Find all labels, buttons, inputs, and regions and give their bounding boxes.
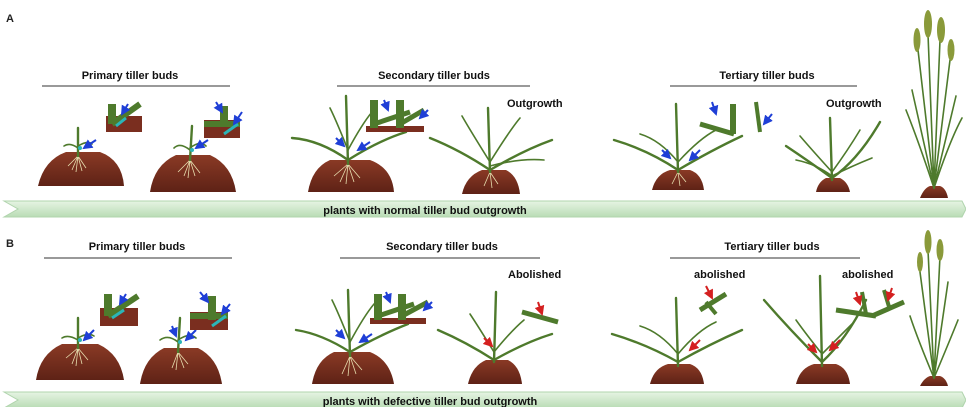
label-outgrowth-tertiary: Outgrowth	[826, 98, 882, 110]
panel-a: A Primary tiller buds Secondary tiller b…	[4, 10, 966, 217]
header-primary-a: Primary tiller buds	[82, 70, 179, 82]
header-secondary-b: Secondary tiller buds	[386, 241, 498, 253]
bud-inset-secondary-b	[370, 292, 432, 324]
plant-tertiary-b2	[764, 276, 866, 384]
bud-inset-secondary-b-red	[522, 302, 558, 322]
label-abolished-secondary: Abolished	[508, 269, 561, 281]
mature-wheat-b	[910, 230, 958, 386]
bud-inset-secondary-a	[366, 100, 428, 132]
bud-inset-primary-a2	[204, 102, 242, 138]
plant-secondary-a1	[292, 96, 406, 192]
plant-tertiary-a1	[614, 104, 742, 190]
panel-letter-a: A	[6, 13, 14, 25]
bud-inset-primary-b2	[190, 292, 230, 330]
soil-mound	[308, 160, 394, 192]
panel-b: B Primary tiller buds Secondary tiller b…	[4, 230, 966, 407]
plant-primary-b1	[36, 318, 124, 380]
soil-mound	[38, 152, 124, 186]
header-tertiary-b: Tertiary tiller buds	[724, 241, 819, 253]
header-primary-b: Primary tiller buds	[89, 241, 186, 253]
label-abolished-tertiary-right: abolished	[842, 269, 893, 281]
header-secondary-a: Secondary tiller buds	[378, 70, 490, 82]
banner-text-normal: plants with normal tiller bud outgrowth	[323, 205, 527, 217]
header-tertiary-a: Tertiary tiller buds	[719, 70, 814, 82]
label-abolished-tertiary-left: abolished	[694, 269, 745, 281]
banner-defective: plants with defective tiller bud outgrow…	[4, 392, 966, 407]
bud-inset-tertiary-a	[700, 102, 772, 134]
banner-text-defective: plants with defective tiller bud outgrow…	[323, 396, 538, 407]
bud-inset-tertiary-b1	[700, 286, 726, 314]
plant-tertiary-b1	[612, 298, 742, 384]
plant-tertiary-a2	[786, 118, 880, 192]
bud-inset-primary-a1	[106, 104, 142, 132]
bud-inset-tertiary-b2	[836, 288, 904, 316]
plant-secondary-b2	[438, 292, 552, 384]
panel-letter-b: B	[6, 238, 14, 250]
plant-primary-a1	[38, 128, 124, 186]
plant-secondary-a2	[430, 108, 552, 194]
label-outgrowth-secondary: Outgrowth	[507, 98, 563, 110]
plant-secondary-b1	[296, 290, 408, 384]
mature-wheat-a	[906, 10, 962, 198]
banner-normal: plants with normal tiller bud outgrowth	[4, 201, 966, 217]
soil-mound	[150, 155, 236, 192]
bud-inset-primary-b1	[100, 294, 138, 326]
arrow-blue	[84, 140, 96, 148]
